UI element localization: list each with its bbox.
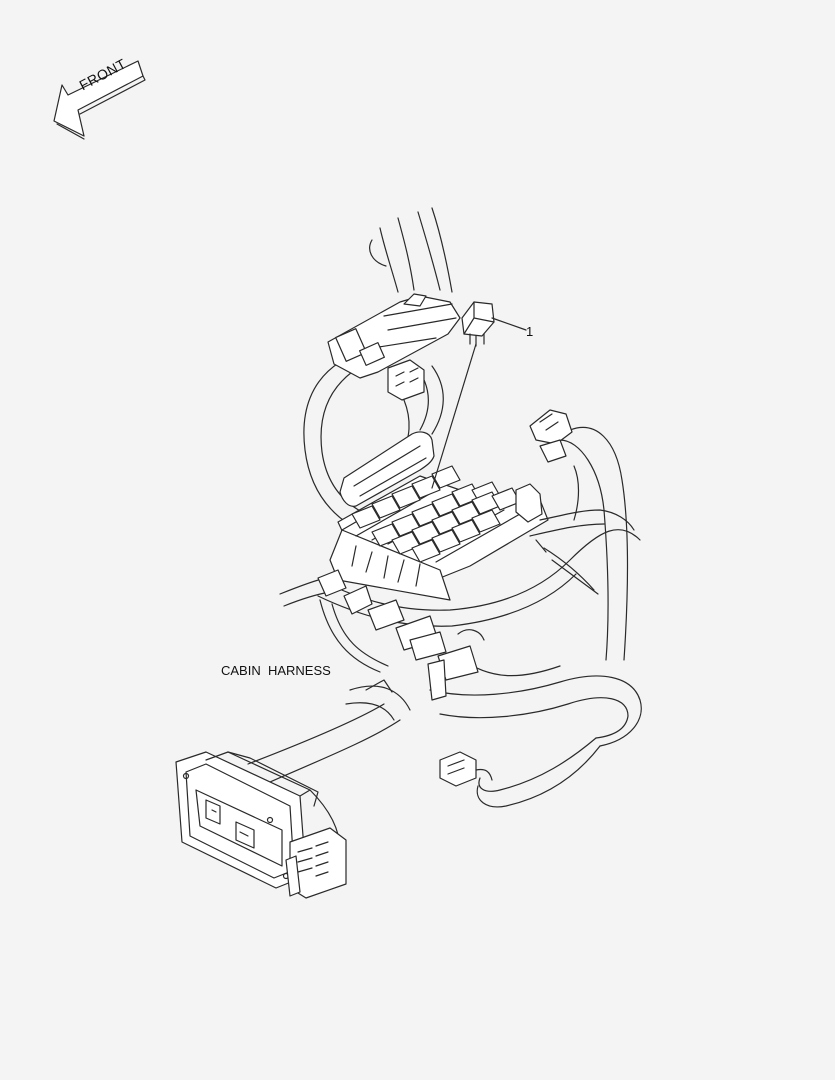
callout-number-1: 1 xyxy=(526,324,534,339)
small-plug-connector xyxy=(387,359,425,401)
mid-connector-group xyxy=(317,569,485,701)
main-harness-loop xyxy=(279,529,642,808)
ecu-module xyxy=(175,751,347,899)
callout-leader-1 xyxy=(431,317,527,489)
right-harness-branch xyxy=(529,426,635,661)
fuse-relay-box xyxy=(329,465,549,601)
upper-connector-block xyxy=(327,293,461,379)
right-connector-pair xyxy=(515,409,573,523)
front-direction-arrow-icon xyxy=(53,60,146,140)
long-connector-housing xyxy=(339,431,435,507)
relay-icon xyxy=(461,301,495,347)
lower-right-connector xyxy=(439,751,493,787)
assembly-label: CABIN HARNESS xyxy=(221,663,331,678)
